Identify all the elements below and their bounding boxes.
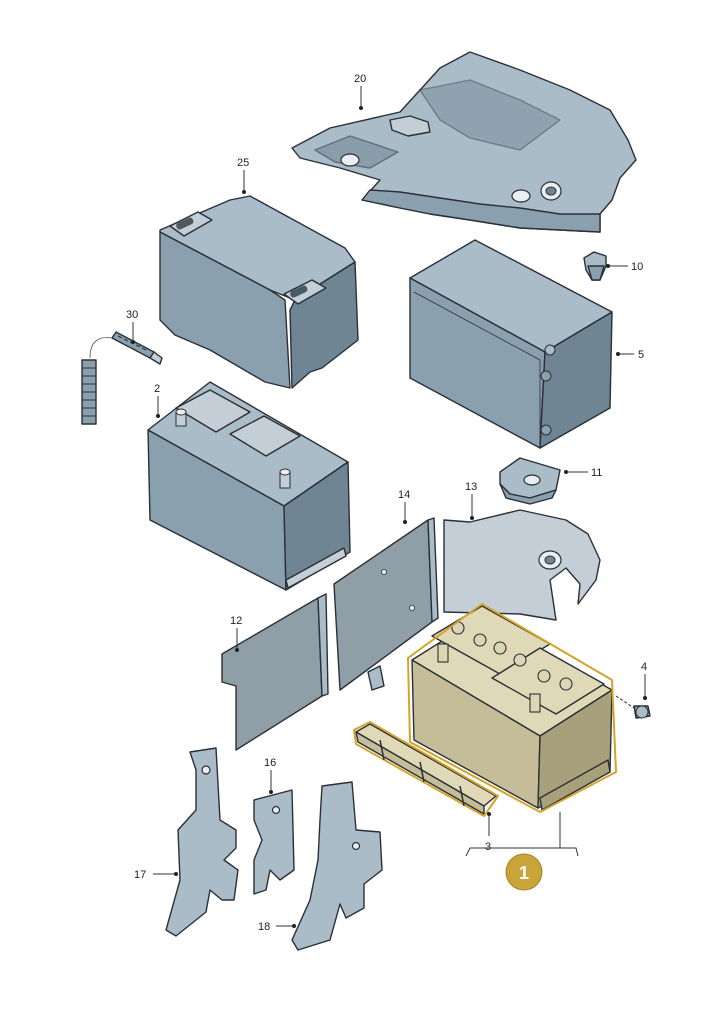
item-1-badge[interactable]: 1: [505, 853, 543, 891]
callout-18: 18: [258, 921, 270, 933]
part-2-battery[interactable]: [147, 381, 351, 591]
callout-30: 30: [126, 309, 138, 321]
callout-4: 4: [641, 661, 647, 673]
part-4-bolt[interactable]: [615, 695, 651, 719]
callout-16: 16: [264, 757, 276, 769]
callout-14: 14: [398, 489, 410, 501]
part-10-clip[interactable]: [583, 251, 607, 281]
callout-3: 3: [485, 841, 491, 853]
callout-25: 25: [237, 157, 249, 169]
callout-12: 12: [230, 615, 242, 627]
callout-20: 20: [354, 73, 366, 85]
part-3-holddown[interactable]: [353, 721, 499, 817]
callout-17: 17: [134, 869, 146, 881]
callout-2: 2: [154, 383, 160, 395]
part-13-tray-shield[interactable]: [443, 509, 601, 621]
part-11-bracket[interactable]: [499, 457, 561, 505]
part-16-plate[interactable]: [253, 789, 295, 895]
part-5-battery[interactable]: [409, 239, 613, 449]
part-1-battery-assembly[interactable]: [407, 603, 617, 813]
callout-10: 10: [631, 261, 643, 273]
part-30-stud[interactable]: [81, 331, 163, 425]
callout-13: 13: [465, 481, 477, 493]
part-14-panel[interactable]: [333, 517, 439, 691]
part-17-plate[interactable]: [165, 747, 239, 937]
callout-5: 5: [638, 349, 644, 361]
item-1-badge-label: 1: [519, 863, 529, 883]
part-12-panel[interactable]: [221, 593, 329, 751]
part-18-plate[interactable]: [291, 781, 383, 951]
part-20-cover[interactable]: [291, 51, 637, 233]
callout-11: 11: [591, 467, 602, 479]
part-25-battery-cover[interactable]: [159, 195, 359, 389]
callouts: 20 25 10 30 5 2 11 14 13 12 4 16: [126, 73, 647, 933]
